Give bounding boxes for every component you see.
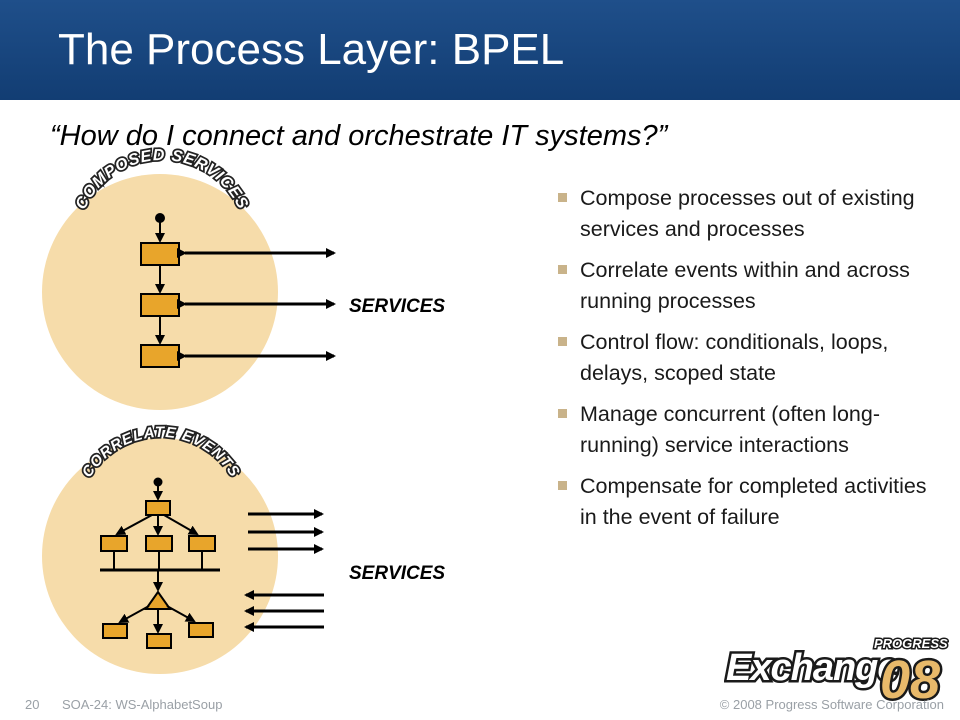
outcome-box xyxy=(146,633,172,649)
outcome-box xyxy=(188,622,214,638)
start-node xyxy=(155,213,165,223)
parallel-branch-box xyxy=(188,535,216,552)
correlate-events-group: CORRELATE EVENTS xyxy=(42,422,324,674)
process-step-box xyxy=(145,500,171,516)
logo-year-text: 08 xyxy=(880,650,940,702)
logo-name-text: Exchange xyxy=(726,647,898,689)
bullet-item: Manage concurrent (often long-running) s… xyxy=(557,399,942,461)
bullet-square-icon xyxy=(558,265,567,274)
process-step-box xyxy=(140,344,180,368)
process-step-box xyxy=(140,293,180,317)
services-label-bottom: SERVICES xyxy=(349,563,446,584)
bullet-square-icon xyxy=(558,409,567,418)
parallel-branch-box xyxy=(100,535,128,552)
bullet-list: Compose processes out of existing servic… xyxy=(557,183,942,543)
services-label-top: SERVICES xyxy=(349,296,446,317)
session-code: SOA-24: WS-AlphabetSoup xyxy=(62,697,223,712)
progress-exchange-logo: PROGRESS Exchange 08 xyxy=(724,635,949,703)
composed-services-group: COMPOSED SERVICES xyxy=(42,145,336,410)
page-number: 20 xyxy=(25,697,40,712)
bullet-square-icon xyxy=(558,193,567,202)
bullet-text: Compose processes out of existing servic… xyxy=(580,186,915,241)
service-call-arrows xyxy=(177,248,336,361)
bullet-text: Compensate for completed activities in t… xyxy=(580,474,927,529)
start-node xyxy=(153,477,163,487)
parallel-branch-box xyxy=(145,535,173,552)
bullet-text: Correlate events within and across runni… xyxy=(580,258,910,313)
bullet-square-icon xyxy=(558,337,567,346)
incoming-event-arrows xyxy=(244,590,324,632)
slide-subtitle: “How do I connect and orchestrate IT sys… xyxy=(50,120,668,152)
outcome-box xyxy=(102,623,128,639)
copyright: © 2008 Progress Software Corporation xyxy=(719,697,944,712)
bullet-item: Compose processes out of existing servic… xyxy=(557,183,942,245)
bullet-item: Correlate events within and across runni… xyxy=(557,255,942,317)
header-bar xyxy=(0,0,960,100)
outgoing-event-arrows xyxy=(248,509,324,554)
bullet-item: Compensate for completed activities in t… xyxy=(557,471,942,533)
logo-brand-text: PROGRESS xyxy=(874,636,948,651)
bullet-item: Control flow: conditionals, loops, delay… xyxy=(557,327,942,389)
slide-title: The Process Layer: BPEL xyxy=(58,25,565,74)
process-diagram: COMPOSED SERVICES CORRELATE EVENTS xyxy=(42,145,336,674)
process-step-box xyxy=(140,242,180,266)
bullet-text: Control flow: conditionals, loops, delay… xyxy=(580,330,889,385)
bullet-text: Manage concurrent (often long-running) s… xyxy=(580,402,880,457)
bullet-square-icon xyxy=(558,481,567,490)
